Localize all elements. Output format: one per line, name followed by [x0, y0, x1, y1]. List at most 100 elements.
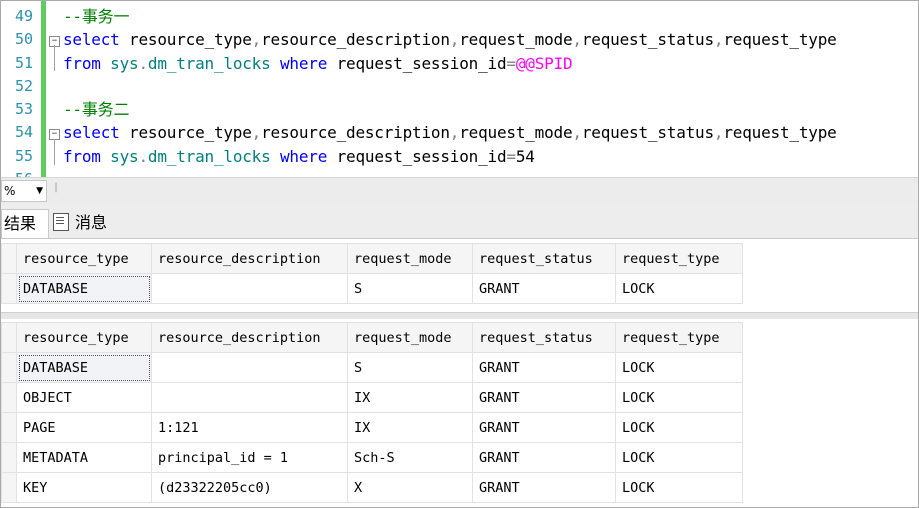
- table-cell[interactable]: principal_id = 1: [151, 442, 348, 473]
- code-line[interactable]: select resource_type,resource_descriptio…: [63, 28, 913, 51]
- table-cell[interactable]: X: [347, 472, 473, 503]
- table-cell[interactable]: LOCK: [615, 382, 743, 413]
- line-number: 52: [14, 76, 33, 95]
- table-cell[interactable]: LOCK: [615, 472, 743, 503]
- code-line[interactable]: --事务二: [63, 98, 913, 121]
- code-token: from: [63, 53, 101, 73]
- code-token: select: [63, 30, 120, 50]
- code-token: from: [63, 146, 101, 166]
- column-header[interactable]: request_mode: [347, 243, 473, 274]
- column-header[interactable]: request_status: [472, 243, 616, 274]
- table-cell[interactable]: DATABASE: [16, 273, 152, 304]
- column-header[interactable]: request_type: [615, 243, 743, 274]
- scroll-left-icon[interactable]: |: [53, 182, 60, 193]
- column-header[interactable]: resource_type: [16, 243, 152, 274]
- table-cell[interactable]: GRANT: [472, 273, 616, 304]
- column-header[interactable]: resource_description: [151, 243, 348, 274]
- select-all-corner[interactable]: [1, 243, 17, 274]
- row-header[interactable]: [1, 382, 17, 413]
- code-token: request_type: [723, 123, 837, 143]
- table-cell[interactable]: S: [347, 352, 473, 383]
- code-line[interactable]: --事务一: [63, 5, 913, 28]
- tab-messages[interactable]: 消息: [53, 209, 133, 237]
- column-header[interactable]: request_status: [472, 322, 616, 353]
- tab-results[interactable]: 结果: [1, 209, 49, 238]
- code-token: ,: [449, 30, 460, 50]
- chevron-down-icon[interactable]: ▼: [36, 186, 43, 196]
- table-cell[interactable]: GRANT: [472, 352, 616, 383]
- table-cell[interactable]: 1:121: [151, 412, 348, 443]
- row-header[interactable]: [1, 352, 17, 383]
- line-number: 55: [14, 146, 33, 165]
- table-cell[interactable]: [151, 352, 348, 383]
- table-cell[interactable]: GRANT: [472, 412, 616, 443]
- code-token: where: [280, 146, 328, 166]
- table-cell[interactable]: GRANT: [472, 472, 616, 503]
- row-header[interactable]: [1, 273, 17, 304]
- row-header[interactable]: [1, 472, 17, 503]
- table-cell[interactable]: GRANT: [472, 442, 616, 473]
- column-header[interactable]: request_type: [615, 322, 743, 353]
- table-cell[interactable]: Sch-S: [347, 442, 473, 473]
- code-token: ,: [713, 30, 724, 50]
- table-cell[interactable]: KEY: [16, 472, 152, 503]
- code-token: request_session_id: [327, 53, 507, 73]
- code-token: --事务二: [63, 100, 130, 120]
- table-cell[interactable]: LOCK: [615, 442, 743, 473]
- fold-guide: [54, 139, 55, 165]
- table-cell[interactable]: [151, 382, 348, 413]
- code-token: 54: [515, 146, 535, 166]
- table-cell[interactable]: S: [347, 273, 473, 304]
- code-token: ,: [251, 123, 262, 143]
- table-cell[interactable]: DATABASE: [16, 352, 152, 383]
- code-token: @@SPID: [515, 53, 573, 73]
- table-cell[interactable]: GRANT: [472, 382, 616, 413]
- editor-status-strip: % ▼ |: [1, 177, 918, 204]
- table-cell[interactable]: IX: [347, 382, 473, 413]
- table-cell[interactable]: OBJECT: [16, 382, 152, 413]
- code-token: sys: [110, 53, 139, 73]
- code-token: [101, 54, 110, 73]
- zoom-select[interactable]: % ▼: [1, 180, 47, 202]
- table-cell[interactable]: LOCK: [615, 352, 743, 383]
- table-cell[interactable]: IX: [347, 412, 473, 443]
- line-number: 54: [14, 123, 33, 142]
- table-cell[interactable]: LOCK: [615, 412, 743, 443]
- column-header[interactable]: resource_type: [16, 322, 152, 353]
- table-cell[interactable]: [151, 273, 348, 304]
- line-number: 53: [14, 100, 33, 119]
- results-tab-bar: 结果 消息: [1, 204, 918, 239]
- code-token: resource_type: [119, 30, 252, 50]
- code-token: ,: [713, 123, 724, 143]
- table-cell[interactable]: PAGE: [16, 412, 152, 443]
- table-cell[interactable]: (d23322205cc0): [151, 472, 348, 503]
- code-line[interactable]: select resource_type,resource_descriptio…: [63, 121, 913, 144]
- horizontal-scrollbar[interactable]: |: [53, 182, 913, 198]
- column-header[interactable]: request_mode: [347, 322, 473, 353]
- code-token: [101, 147, 110, 166]
- select-all-corner[interactable]: [1, 322, 17, 353]
- code-token: resource_description: [261, 123, 450, 143]
- code-token: resource_type: [119, 123, 252, 143]
- row-header[interactable]: [1, 442, 17, 473]
- code-line[interactable]: from sys.dm_tran_locks where request_ses…: [63, 145, 913, 168]
- code-line[interactable]: [63, 75, 913, 98]
- row-header[interactable]: [1, 412, 17, 443]
- code-token: dm_tran_locks: [147, 53, 271, 73]
- table-cell[interactable]: LOCK: [615, 273, 743, 304]
- code-line[interactable]: from sys.dm_tran_locks where request_ses…: [63, 52, 913, 75]
- table-cell[interactable]: METADATA: [16, 442, 152, 473]
- column-header[interactable]: resource_description: [151, 322, 348, 353]
